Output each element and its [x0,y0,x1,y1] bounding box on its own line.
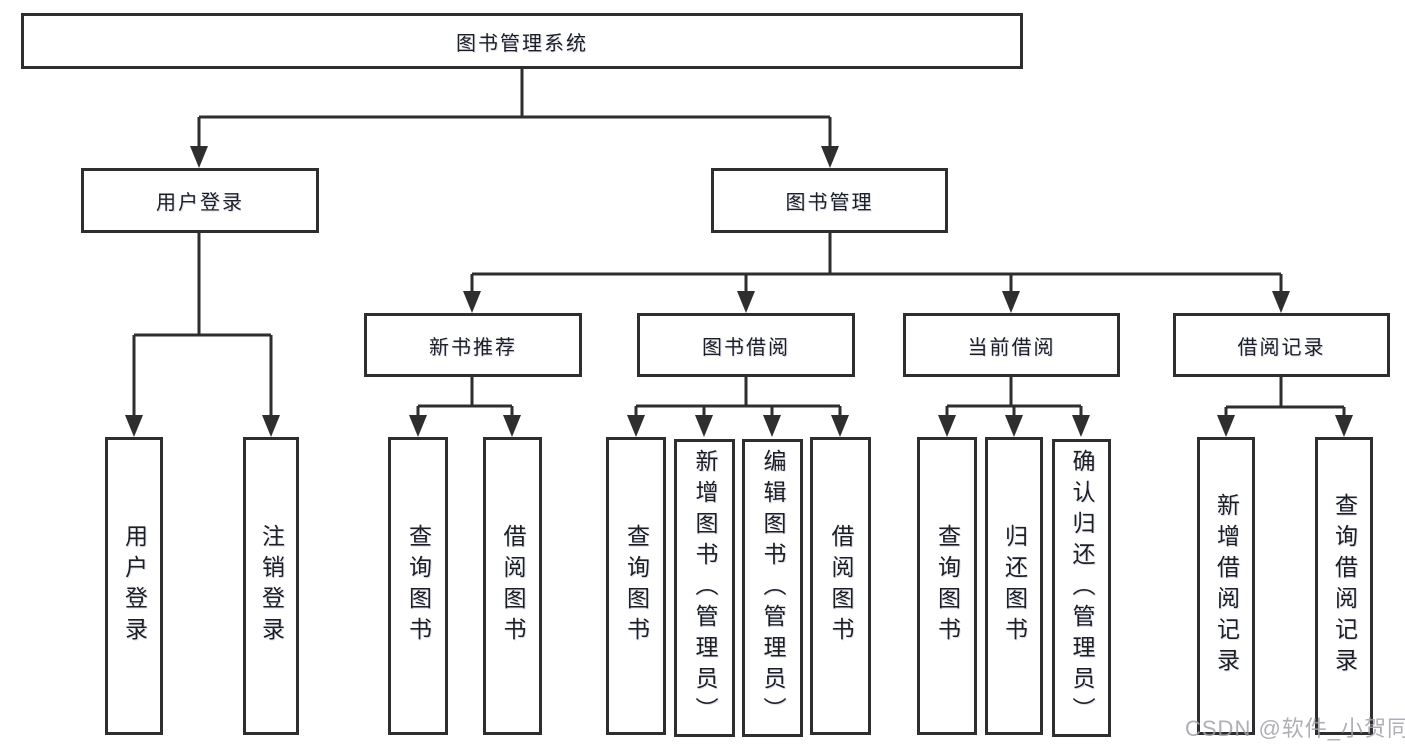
leaf-borrowing-edit-books-admin: 编辑图书（管理员） [742,439,803,737]
leaf-recommend-borrow-books: 借阅图书 [483,437,542,735]
leaf-recommend-query-books: 查询图书 [388,437,448,735]
node-current-borrowing: 当前借阅 [903,313,1120,377]
leaf-current-return-books: 归还图书 [985,437,1043,735]
leaf-borrowing-borrow-books: 借阅图书 [810,437,871,735]
leaf-user-login: 用户登录 [105,437,163,735]
leaf-borrowing-add-books-admin: 新增图书（管理员） [674,439,735,737]
node-new-book-recommendation: 新书推荐 [364,313,582,377]
node-book-borrowing: 图书借阅 [637,313,855,377]
node-book-management: 图书管理 [711,168,948,233]
watermark: CSDN @软件_小贺同学 [1185,716,1405,741]
leaf-current-confirm-return-admin: 确认归还（管理员） [1052,439,1111,737]
node-library-management-system: 图书管理系统 [21,13,1023,69]
node-borrowing-records: 借阅记录 [1173,313,1390,377]
leaf-current-query-books: 查询图书 [917,437,977,735]
leaf-logout: 注销登录 [243,437,299,735]
node-user-login: 用户登录 [81,168,319,233]
leaf-records-query-record: 查询借阅记录 [1315,437,1373,735]
leaf-records-add-record: 新增借阅记录 [1197,437,1255,735]
leaf-borrowing-query-books: 查询图书 [606,437,666,735]
